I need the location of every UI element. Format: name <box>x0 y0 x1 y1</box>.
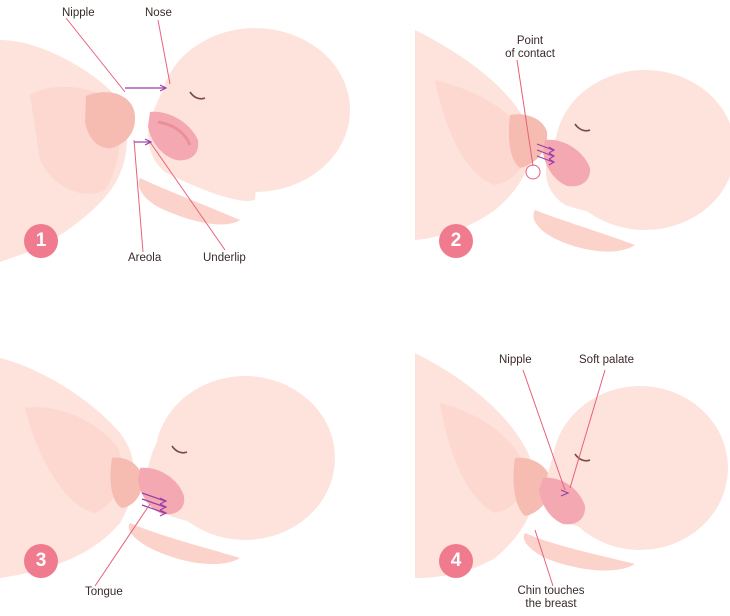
label-point-line2: of contact <box>490 48 570 61</box>
panel-4-illustration <box>365 308 730 616</box>
label-chin-line1: Chin touches <box>503 585 599 598</box>
step-badge-2: 2 <box>439 224 473 258</box>
label-nipple: Nipple <box>62 7 95 20</box>
label-nose: Nose <box>145 7 172 20</box>
contact-point-circle <box>526 165 540 179</box>
panel-1-illustration <box>0 0 365 308</box>
step-badge-3: 3 <box>24 544 58 578</box>
label-tongue: Tongue <box>85 586 123 599</box>
panel-3: Tongue 3 <box>0 308 365 616</box>
label-chin-line2: the breast <box>503 598 599 611</box>
step-badge-1: 1 <box>24 224 58 258</box>
label-nipple-4: Nipple <box>499 354 532 367</box>
step-badge-4: 4 <box>439 544 473 578</box>
label-areola: Areola <box>128 252 161 265</box>
label-point-line1: Point <box>500 35 560 48</box>
panel-2: Point of contact 2 <box>365 0 730 308</box>
panel-1: Nipple Nose Areola Underlip 1 <box>0 0 365 308</box>
panel-4: Nipple Soft palate Chin touches the brea… <box>365 308 730 616</box>
areola <box>509 114 547 168</box>
label-soft-palate: Soft palate <box>579 354 634 367</box>
areola <box>110 458 142 508</box>
label-underlip: Underlip <box>203 252 246 265</box>
